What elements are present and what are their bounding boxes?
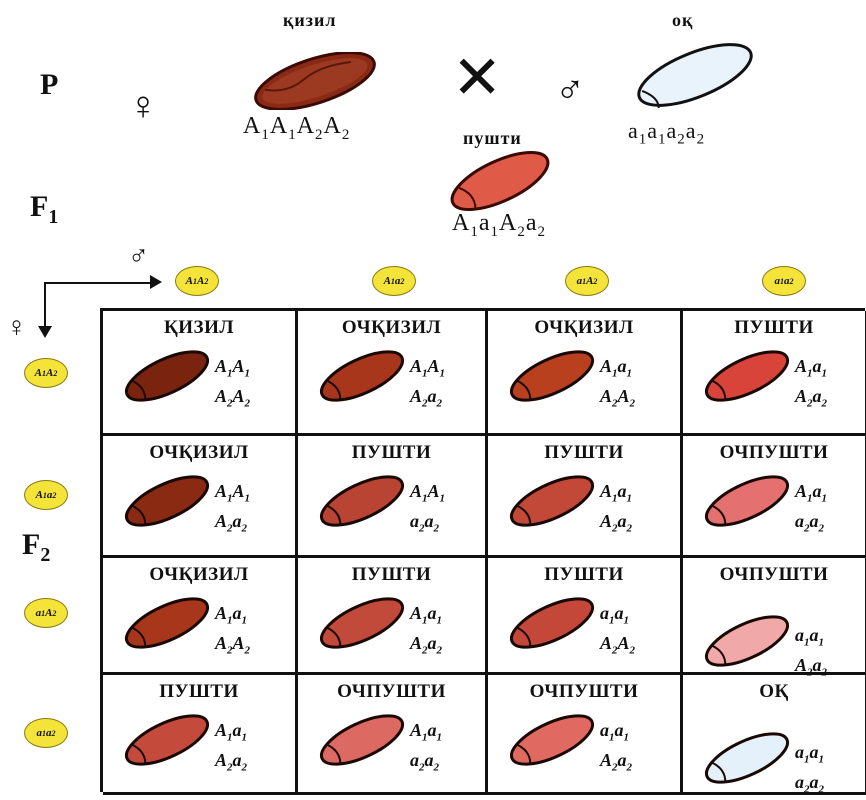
- seed-icon: [704, 732, 790, 784]
- seed-icon: [124, 350, 210, 402]
- seed-icon: [319, 350, 405, 402]
- female-parent-seed: [254, 52, 376, 110]
- f1-row-label: F1: [30, 190, 59, 228]
- seed-icon: [509, 475, 595, 527]
- seed-icon: [124, 714, 210, 766]
- seed-icon: [319, 597, 405, 649]
- cell-phenotype-label: ПУШТИ: [544, 442, 624, 463]
- cell-phenotype-label: ОЧҚИЗИЛ: [341, 317, 442, 338]
- seed-icon: [704, 350, 790, 402]
- cell-phenotype-label: ПУШТИ: [159, 681, 239, 702]
- female-gamete-axis-arrow: [44, 282, 46, 330]
- seed-icon: [319, 475, 405, 527]
- cell-phenotype-label: ОЧПУШТИ: [719, 564, 829, 585]
- seed-icon: [124, 597, 210, 649]
- female-axis-arrowhead-icon: [38, 326, 52, 338]
- seed-icon: [509, 714, 595, 766]
- seed-icon: [124, 475, 210, 527]
- cell-phenotype-label: ПУШТИ: [734, 317, 814, 338]
- f1-genotype: A1a1A2a2: [452, 210, 546, 240]
- cell-phenotype-label: ПУШТИ: [351, 442, 432, 463]
- seed-icon: [704, 615, 790, 667]
- cross-icon: ✕: [452, 45, 503, 111]
- cell-phenotype-label: ПУШТИ: [544, 564, 624, 585]
- male-gamete-axis-arrow: [44, 282, 154, 284]
- f1-label: пушти: [463, 128, 522, 148]
- seed-icon: [509, 350, 595, 402]
- f1-seed: [450, 151, 550, 211]
- male-parent-label: оқ: [672, 10, 694, 30]
- cell-phenotype-label: ОЧҚИЗИЛ: [149, 564, 249, 585]
- seed-icon: [704, 475, 790, 527]
- parents-row-label: P: [40, 68, 59, 101]
- male-symbol-icon: ♂: [555, 67, 585, 112]
- f2-row-label: F2: [22, 528, 51, 566]
- cell-phenotype-label: ОЧПУШТИ: [719, 442, 829, 463]
- cell-phenotype-label: ОЧҚИЗИЛ: [149, 442, 249, 463]
- cell-phenotype-label: ОЧҚИЗИЛ: [534, 317, 634, 338]
- male-parent-seed: [637, 43, 753, 109]
- female-parent-label: қизил: [283, 10, 337, 30]
- seed-icon: [509, 597, 595, 649]
- female-parent-genotype: A1A1A2A2: [243, 113, 351, 143]
- cell-phenotype-label: ПУШТИ: [351, 564, 432, 585]
- seed-icon: [319, 714, 405, 766]
- male-axis-arrowhead-icon: [150, 275, 162, 289]
- male-parent-genotype: a1a1a2a2: [628, 118, 706, 148]
- female-symbol-icon: ♀: [128, 83, 158, 128]
- cell-phenotype-label: ҚИЗИЛ: [163, 317, 235, 338]
- f2-female-symbol-icon: ♀: [6, 312, 27, 343]
- cell-phenotype-label: ОҚ: [759, 681, 789, 702]
- f2-male-symbol-icon: ♂: [128, 241, 149, 272]
- cell-phenotype-label: ОЧПУШТИ: [529, 681, 639, 702]
- cell-phenotype-label: ОЧПУШТИ: [337, 681, 446, 702]
